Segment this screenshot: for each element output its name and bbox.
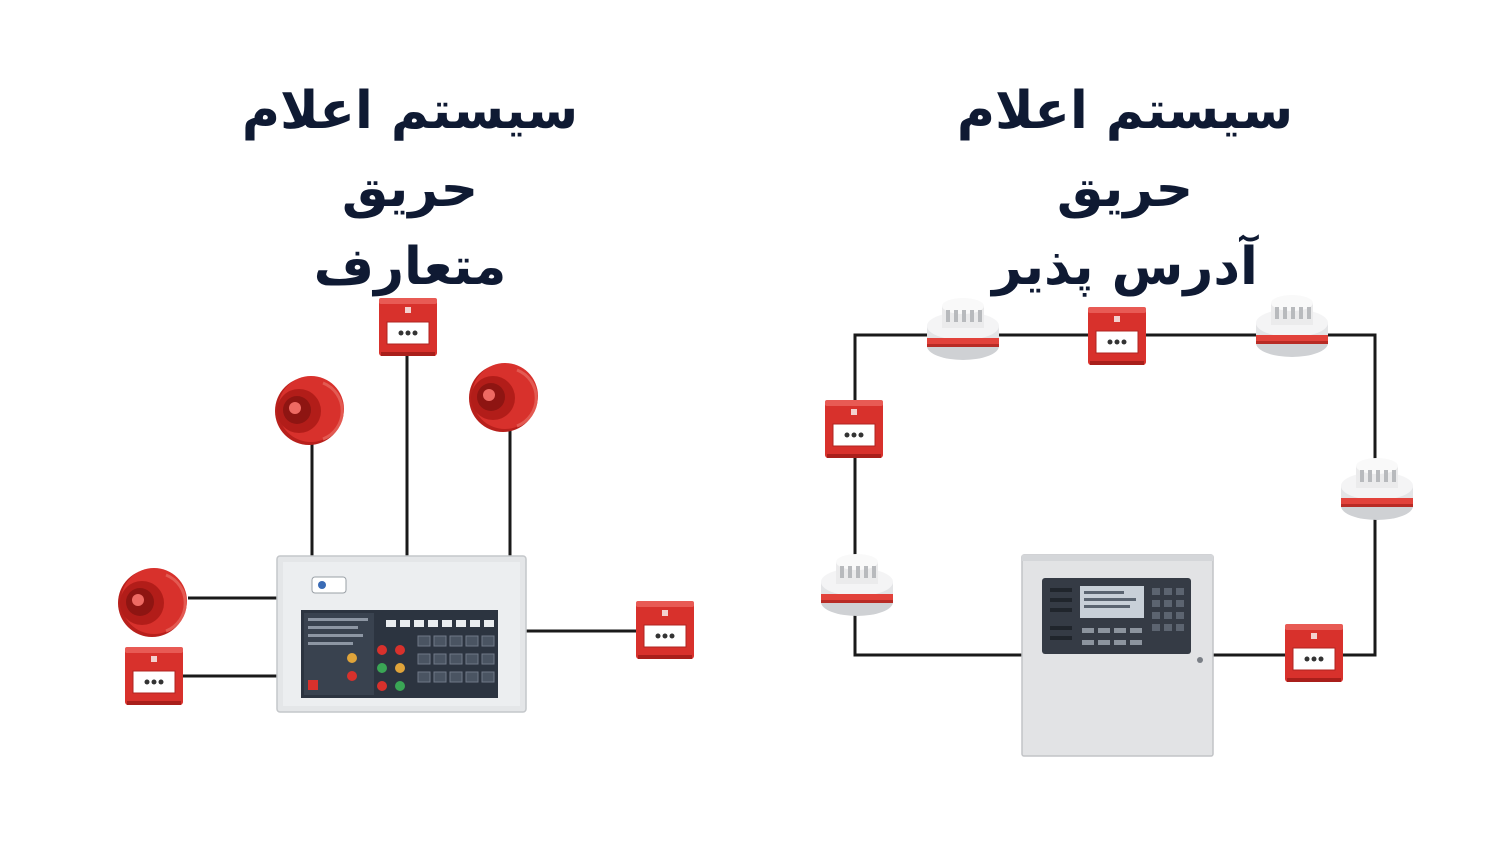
addressable-title-line1: سیستم اعلام حریق — [956, 81, 1294, 219]
alarm-sounder-icon — [116, 566, 189, 639]
conventional-title-line2: متعارف — [313, 237, 507, 297]
manual-call-point-icon — [124, 646, 184, 706]
smoke-detector-icon — [1341, 458, 1413, 520]
manual-call-point-icon — [1087, 306, 1147, 366]
addressable-system-title: سیستم اعلام حریق آدرس پذیر — [890, 72, 1360, 306]
alarm-sounder-icon — [273, 374, 346, 447]
alarm-sounder-icon — [467, 361, 540, 434]
conventional-control-panel-icon — [276, 555, 527, 713]
manual-call-point-icon — [824, 399, 884, 459]
addressable-system — [821, 295, 1413, 757]
smoke-detector-icon — [1256, 295, 1328, 357]
manual-call-point-icon — [635, 600, 695, 660]
conventional-wiring — [182, 356, 636, 678]
smoke-detector-icon — [821, 554, 893, 616]
addressable-title-line2: آدرس پذیر — [992, 237, 1258, 297]
conventional-system-title: سیستم اعلام حریق متعارف — [180, 72, 640, 306]
addressable-control-panel-icon — [1021, 554, 1214, 757]
conventional-system — [116, 297, 695, 713]
conventional-title-line1: سیستم اعلام حریق — [241, 81, 579, 219]
manual-call-point-icon — [378, 297, 438, 357]
smoke-detector-icon — [927, 298, 999, 360]
manual-call-point-icon — [1284, 623, 1344, 683]
